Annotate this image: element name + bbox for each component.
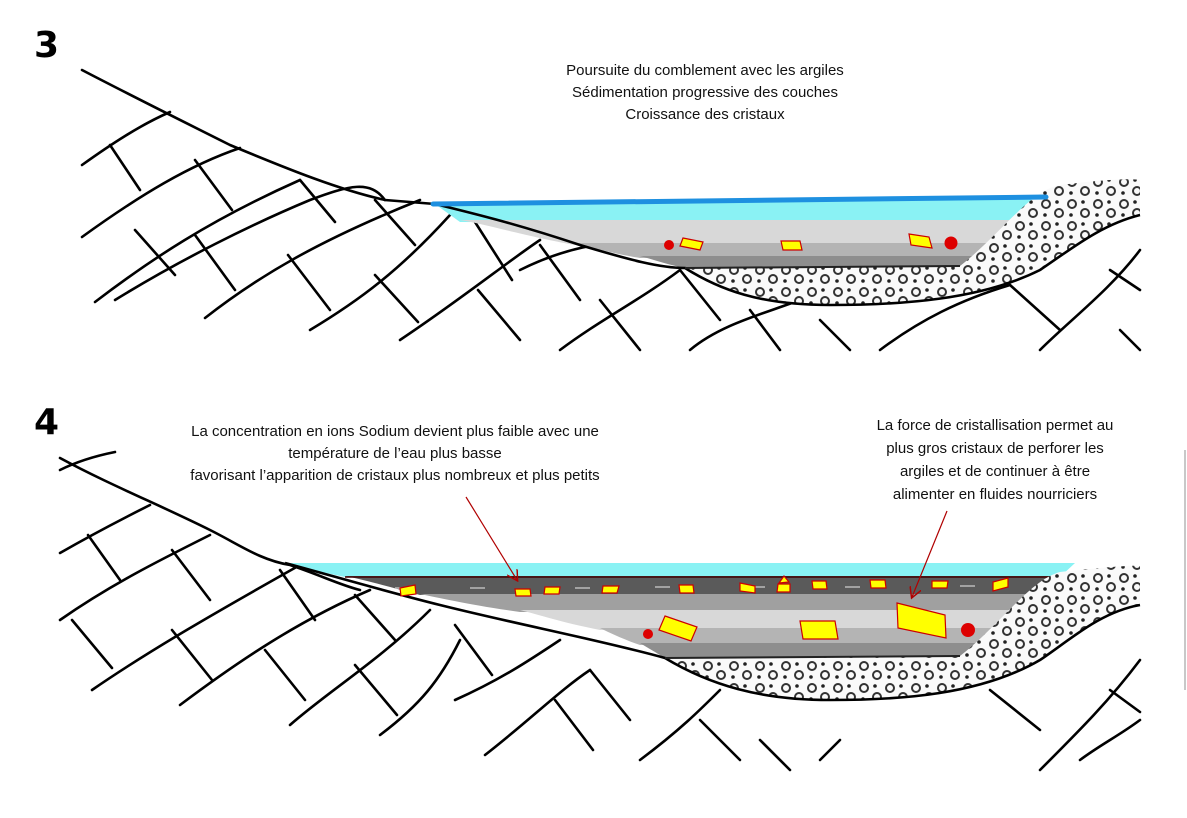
nodule xyxy=(944,236,958,250)
crystal xyxy=(776,583,791,593)
caption-line: Croissance des cristaux xyxy=(625,106,785,123)
panel-4-clay-layer-light xyxy=(520,610,1030,630)
crystal xyxy=(931,580,949,589)
crystal xyxy=(678,584,695,594)
crystal xyxy=(543,586,561,595)
panel-3-number: 3 xyxy=(34,25,60,66)
panel-3-water-surface xyxy=(430,194,1049,207)
crystal xyxy=(869,579,887,589)
crystal xyxy=(601,585,620,594)
panel-3-conglomerate-top xyxy=(684,265,961,269)
caption-line: plus gros cristaux de perforer les xyxy=(886,440,1104,457)
panel-4-number: 4 xyxy=(34,402,60,443)
crystal xyxy=(777,575,791,584)
panel-4-clay-layer-mid xyxy=(420,594,1045,612)
caption-line: température de l’eau plus basse xyxy=(288,445,502,462)
caption-line: alimenter en fluides nourriciers xyxy=(892,486,1098,503)
panel-4-basin-outline xyxy=(284,561,1141,702)
panel-3-water xyxy=(435,198,1045,225)
callout-arrow-large-crystals xyxy=(912,510,948,597)
caption-line: Sédimentation progressive des couches xyxy=(572,84,838,101)
nodule xyxy=(961,623,975,637)
panel-4-water xyxy=(285,563,1075,577)
callout-arrow-small-crystals xyxy=(465,496,517,580)
panel-4-diagram xyxy=(58,450,1142,772)
crystal xyxy=(514,588,532,597)
crystal xyxy=(992,577,1009,592)
caption-line: argiles et de continuer à être xyxy=(899,463,1091,480)
panel-4-clay-layer-top-dark xyxy=(345,576,1060,595)
panel-4-conglomerate-top xyxy=(664,655,961,659)
panel-4-caption-right: La force de cristallisation permet au pl… xyxy=(830,414,1160,506)
panel-4-caption-left: La concentration en ions Sodium devient … xyxy=(110,421,680,487)
panel-3-basin-outline xyxy=(434,202,1141,307)
panel-3-diagram xyxy=(80,68,1142,352)
crystal xyxy=(780,240,803,251)
panel-3-conglomerate xyxy=(685,179,1140,305)
caption-line: La force de cristallisation permet au xyxy=(876,417,1114,434)
crystal xyxy=(679,237,704,251)
crystal xyxy=(896,602,947,639)
crystal xyxy=(811,580,828,590)
caption-line: La concentration en ions Sodium devient … xyxy=(191,423,599,440)
caption-line: favorisant l’apparition de cristaux plus… xyxy=(190,467,600,484)
crystal xyxy=(658,615,698,642)
nodule xyxy=(643,629,653,639)
nodule xyxy=(664,240,674,250)
panel-4-small-crystals xyxy=(399,575,1009,597)
crystal xyxy=(799,620,839,640)
panel-4-clay-layer-bottom xyxy=(640,643,985,658)
crystal xyxy=(908,233,933,249)
panel-3-clay-layer-light xyxy=(460,220,1030,245)
panel-3-caption: Poursuite du comblement avec les argiles… xyxy=(500,60,910,126)
panel-3-limestone-rock xyxy=(80,68,1142,352)
panel-3-clay-layer-dark xyxy=(640,256,985,268)
caption-line: Poursuite du comblement avec les argiles xyxy=(566,62,844,79)
crystal xyxy=(739,582,756,594)
right-edge-divider xyxy=(1184,450,1186,690)
crystal xyxy=(399,584,417,597)
panel-4-limestone-rock xyxy=(58,450,1142,772)
panel-4-conglomerate xyxy=(665,565,1140,700)
